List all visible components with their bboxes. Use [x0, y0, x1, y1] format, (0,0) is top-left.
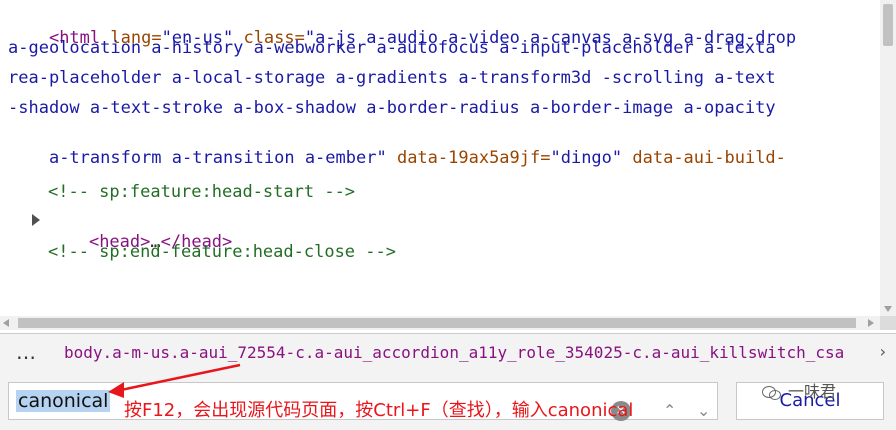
code-line-class-cont-3: -shadow a-text-stroke a-box-shadow a-bor… [8, 98, 776, 118]
watermark: 一味君 [762, 378, 836, 402]
breadcrumb-scroll-right-icon[interactable]: › [879, 342, 886, 361]
scroll-down-arrow-icon[interactable] [884, 306, 892, 312]
scroll-right-arrow-icon[interactable] [868, 319, 874, 327]
horizontal-scroll-thumb[interactable] [18, 318, 856, 328]
head-collapsed-ellipsis: … [150, 232, 161, 252]
annotation-text: 按F12，会出现源代码页面，按Ctrl+F（查找），输入canonical [124, 400, 634, 421]
class-value: "a-js a-audio a-video a-canvas a-svg a-d… [304, 28, 797, 48]
code-line-class-cont-2: rea-placeholder a-local-storage a-gradie… [8, 68, 776, 88]
lang-attribute: lang= [100, 28, 162, 48]
class-attribute: class= [233, 28, 305, 48]
data-attribute: data-19ax5a9jf= [386, 148, 551, 168]
scroll-left-arrow-icon[interactable] [3, 319, 9, 327]
class-value-end: a-transform a-transition a-ember" [48, 148, 387, 168]
code-line-class-cont-4: a-transform a-transition a-ember" data-1… [8, 128, 786, 188]
html-tag: <html [48, 28, 101, 48]
clear-search-icon[interactable]: × [611, 401, 631, 421]
search-input-value: canonical [16, 390, 111, 412]
search-input[interactable]: canonical × ⌃ ⌄ [8, 382, 718, 421]
more-ellipsis-icon[interactable]: … [16, 340, 37, 364]
elements-source-panel[interactable]: <html lang="en-us" class="a-js a-audio a… [0, 0, 880, 316]
previous-match-icon[interactable]: ⌃ [663, 401, 677, 420]
vertical-scrollbar[interactable] [880, 0, 896, 316]
expand-triangle-icon[interactable] [32, 214, 40, 226]
breadcrumb: … body.a-m-us.a-aui_72554-c.a-aui_accord… [0, 333, 896, 375]
comment-head-start[interactable]: <!-- sp:feature:head-start --> [48, 182, 356, 202]
horizontal-scrollbar[interactable] [0, 316, 880, 330]
watermark-text: 一味君 [788, 382, 837, 401]
data-attribute-value: "dingo" [550, 148, 623, 168]
annotation-arrow-head [108, 382, 124, 398]
code-line-html-open[interactable]: <html lang="en-us" class="a-js a-audio a… [8, 8, 796, 68]
scrollbar-corner [880, 316, 896, 330]
code-line-class-cont-1: a-geolocation a-history a-webworker a-au… [8, 38, 776, 58]
breadcrumb-path[interactable]: body.a-m-us.a-aui_72554-c.a-aui_accordio… [64, 343, 845, 362]
cancel-button[interactable]: Cancel [736, 382, 884, 420]
data-aui-build-attribute: data-aui-build- [622, 148, 786, 168]
next-match-icon[interactable]: ⌄ [697, 401, 711, 420]
vertical-scroll-thumb[interactable] [883, 4, 893, 46]
head-node[interactable]: <head>…</head> [48, 212, 232, 272]
find-bar: canonical × ⌃ ⌄ 按F12，会出现源代码页面，按Ctrl+F（查找… [0, 374, 896, 430]
lang-value: "en-us" [161, 28, 234, 48]
wechat-icon [762, 385, 782, 400]
head-close-tag: </head> [160, 232, 233, 252]
head-open-tag: <head> [88, 232, 151, 252]
annotation-arrow-line [115, 363, 241, 393]
comment-head-close[interactable]: <!-- sp:end-feature:head-close --> [48, 242, 396, 262]
